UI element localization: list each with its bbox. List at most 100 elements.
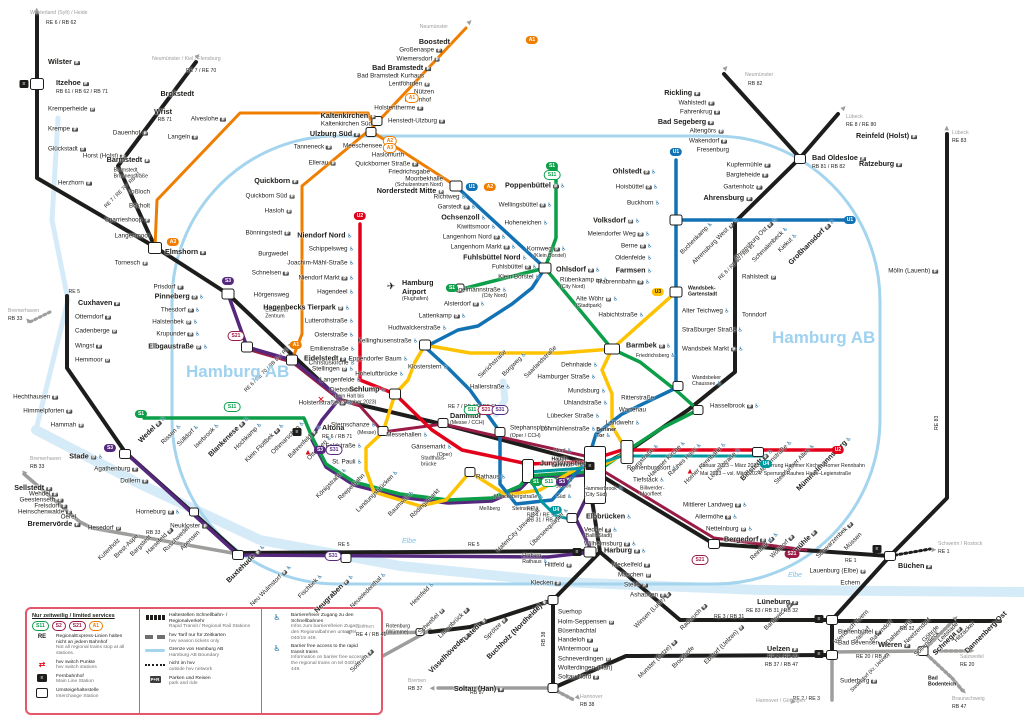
station-label: Emilienstraße♿ — [310, 345, 355, 353]
station-label: Sternschanze♿ — [331, 421, 376, 429]
station-label: Mai 2023 – vsl. März 2024: Sperrung Rauh… — [700, 471, 852, 478]
wheelchair-icon: ♿ — [273, 613, 281, 622]
station-label: Hamburg — [402, 278, 434, 288]
station-label: Altona — [322, 423, 345, 433]
interchange-station-box — [583, 546, 597, 558]
continues-to-arrow-icon: ► — [930, 545, 938, 554]
station-label: Wandsbeker Chaussee♿ — [692, 375, 722, 387]
rail-line — [123, 450, 594, 559]
interchange-station-box — [826, 650, 838, 660]
continues-to-arrow-icon: ► — [942, 124, 951, 132]
construction-warning-icon: ▲ — [686, 466, 694, 476]
line-badge-s3: S3 — [221, 277, 235, 285]
station-label: Lauenburg (Elbe)P — [809, 567, 866, 575]
station-label: RB 32 — [900, 626, 915, 633]
station-label: RE 4 / RB 41 — [356, 632, 387, 639]
rail-line — [921, 649, 964, 692]
station-label: RB 47 — [952, 704, 967, 711]
legend-text: RegionalExpress-Linien halten nicht an j… — [56, 634, 123, 645]
interchange-station-box — [389, 388, 401, 400]
station-label: (Oper) — [437, 452, 452, 459]
station-label: Alter Teichweg♿ — [682, 307, 730, 315]
rail-line — [142, 416, 314, 439]
station-label: Oldenfelde♿ — [615, 254, 652, 262]
station-label: RE 83 — [952, 138, 967, 145]
interchange-station-box — [371, 116, 383, 126]
interchange-station-box — [547, 595, 559, 605]
legend-text: Barrier free access to the rapid transit… — [291, 644, 358, 655]
interchange-station-box — [620, 440, 634, 464]
station-label: Airport — [402, 287, 426, 297]
station-label: RE 83 — [934, 415, 941, 430]
outside-network-line-icon — [145, 664, 165, 667]
line-badge-s11: S11 — [223, 402, 241, 412]
rail-line — [423, 345, 678, 506]
station-label: Gänsemarkt♿ — [411, 443, 452, 451]
station-label: Hannover / Göttingen — [756, 698, 806, 705]
station-label: RB 71 — [157, 117, 172, 124]
station-label: Oerel — [60, 513, 76, 521]
line-badge-u1: U1 — [669, 148, 683, 156]
station-label: (Messe / CCH) — [450, 420, 485, 427]
main-line-station-icon: ≡ — [19, 80, 29, 88]
interchange-station-box — [30, 78, 44, 90]
station-label: Rathaus♿ — [476, 473, 506, 481]
line-badge-s1: S1 — [134, 410, 148, 418]
station-label: Langenmoor — [114, 232, 150, 240]
station-label: (kein Halt bis vsl. Oktober 2023) — [334, 393, 377, 405]
station-label: Wartenau — [618, 406, 646, 414]
line-badge-s21: S21 — [227, 331, 245, 341]
line-badge-a2: A2 — [483, 183, 497, 191]
line-badge-a3: A3 — [382, 143, 398, 153]
river-label: Elbe — [788, 572, 803, 580]
line-badge-u4: U4 — [549, 506, 563, 514]
station-label: Salzwedel — [960, 654, 984, 661]
station-label: Sengelmannstraße♿ — [447, 286, 507, 294]
station-label: Soltau (Han)P — [453, 684, 504, 694]
station-label: Rothenburgsort♿ — [627, 464, 677, 472]
line-badge-u2: U2 — [831, 446, 845, 454]
interchange-station-box — [708, 539, 720, 549]
line-badge-s1: S1 — [445, 284, 459, 292]
station-label: Klosterstern♿ — [407, 363, 448, 371]
station-label: Januar 2023 – März 2023: Sperrung Hammer… — [700, 463, 865, 470]
main-line-station-icon: ≡ — [872, 545, 882, 553]
station-label: Suerhop — [558, 608, 582, 616]
main-line-station-icon: ≡ — [572, 548, 582, 556]
station-closed-icon: ✕ — [317, 394, 325, 405]
main-line-station-icon: ≡ — [585, 462, 595, 470]
station-label: Horst (Holst)P — [82, 152, 126, 160]
station-label: RB 61 / RB 62 / RB 71 — [56, 89, 108, 96]
line-badge-s21: S21 — [691, 555, 709, 565]
station-label: Boostedt — [418, 37, 450, 47]
station-label: Wolterdingen (Han) — [558, 664, 613, 672]
rail-line — [722, 72, 802, 160]
station-label: RE 1 — [938, 549, 950, 556]
interchange-station-box — [232, 550, 244, 560]
continues-to-arrow-icon: ► — [968, 646, 976, 655]
rail-line — [603, 470, 808, 552]
station-label: Eidelstedt Zentrum — [265, 307, 288, 319]
station-label: Dehnhaide♿ — [561, 361, 598, 369]
